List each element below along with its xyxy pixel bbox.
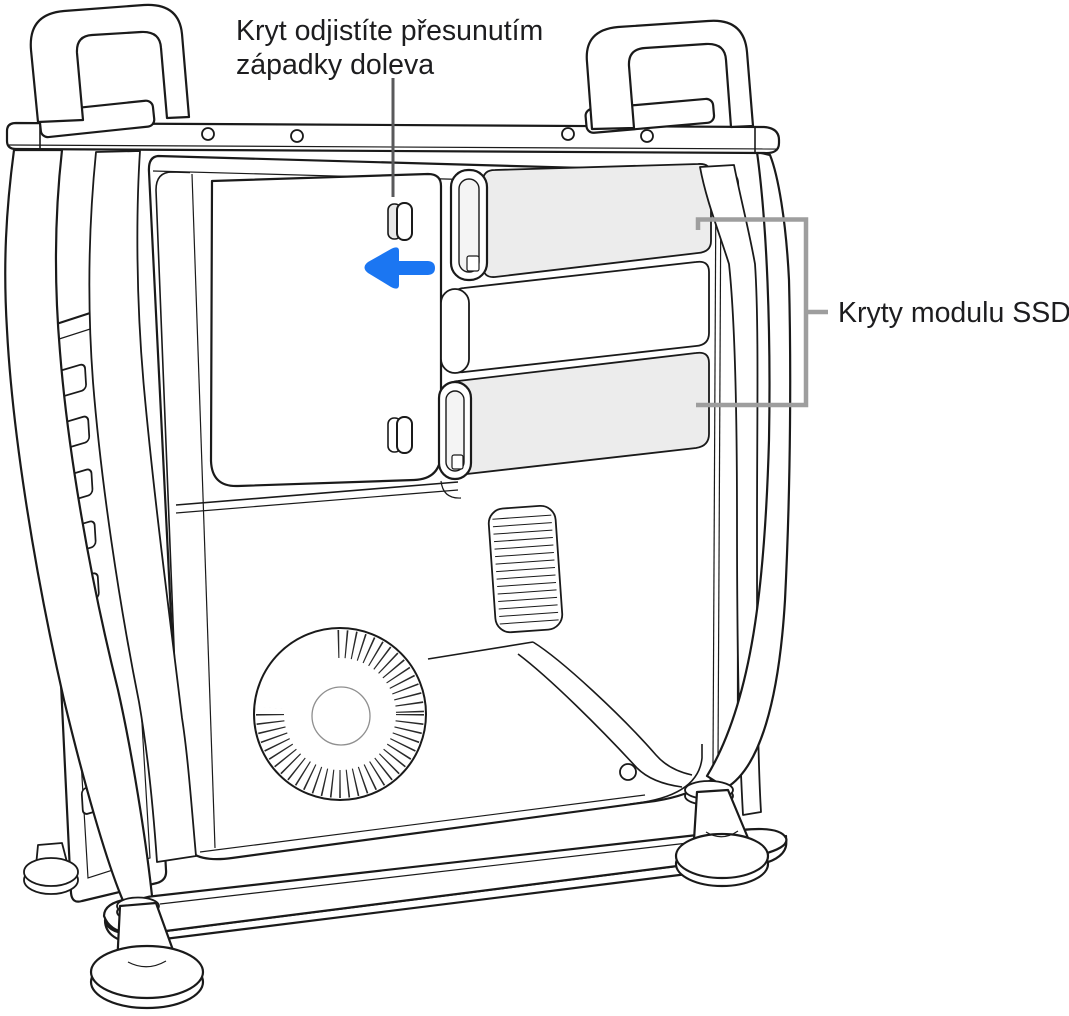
screw-hole: [290, 129, 304, 143]
label-latch-line2: západky doleva: [236, 49, 434, 81]
access-door: [209, 172, 443, 488]
door-latch-top: [387, 202, 413, 241]
door-latch-bottom: [387, 416, 413, 454]
frame-legs-right: [699, 150, 792, 816]
chassis-housing: [147, 154, 740, 861]
screw-hole: [619, 763, 637, 781]
ssd-covers: [437, 163, 712, 481]
screw-hole: [561, 127, 575, 141]
fan: [245, 619, 427, 801]
ssd-bracket: [695, 217, 828, 408]
foot-front-left: [89, 901, 205, 1010]
label-ssd-covers: Kryty modulu SSD: [838, 297, 1069, 329]
left-arrow-icon: [364, 247, 435, 289]
frame-legs-left: [4, 148, 197, 905]
label-latch-line1: Kryt odjistíte přesunutím: [236, 15, 543, 47]
screw-hole: [201, 127, 215, 141]
foot-rear-left: [23, 842, 79, 895]
screw-hole: [640, 129, 654, 143]
handle-right: [584, 19, 755, 134]
vent-grille: [487, 504, 564, 634]
top-bar-screws: [201, 127, 654, 143]
handle-left: [29, 3, 191, 139]
foot-front-right: [674, 788, 770, 888]
